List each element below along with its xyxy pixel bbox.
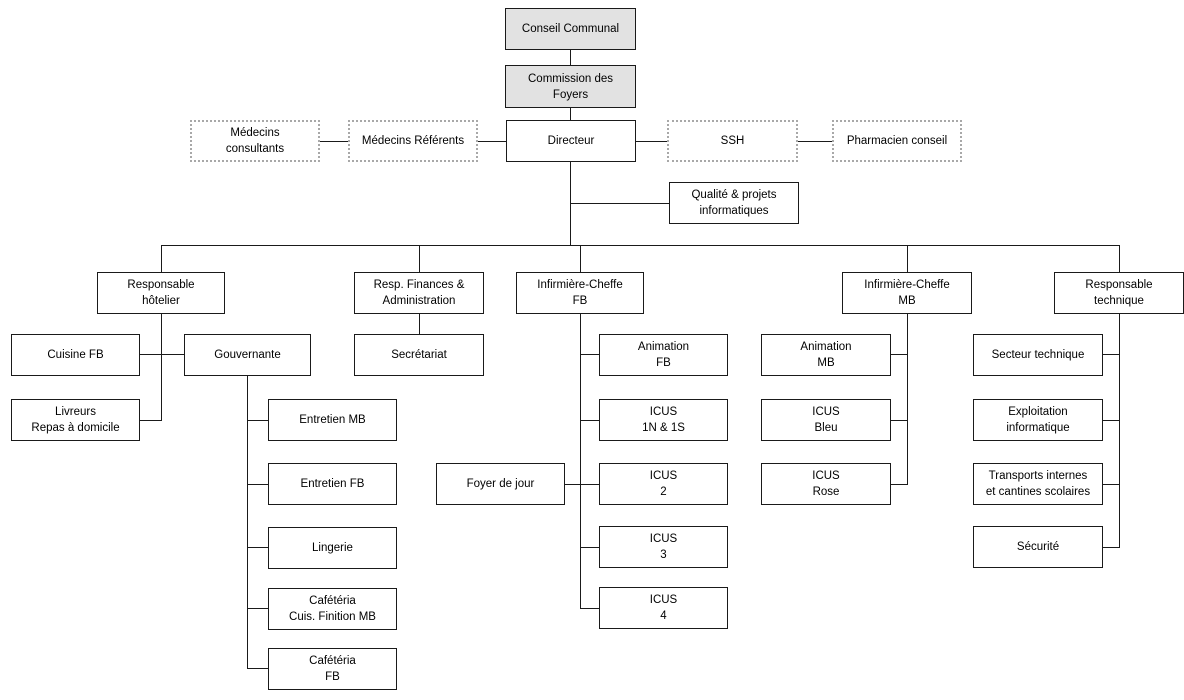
responsable-hotelier-box: Responsable hôtelier [97, 272, 225, 314]
connector [161, 245, 162, 272]
icus-4-box: ICUS 4 [599, 587, 728, 629]
connector [140, 354, 184, 355]
connector [580, 245, 581, 272]
qualite-box: Qualité & projets informatiques [669, 182, 799, 224]
gouvernante-box: Gouvernante [184, 334, 311, 376]
connector [161, 314, 162, 421]
cafeteria-mb-box: Cafétéria Cuis. Finition MB [268, 588, 397, 630]
connector [891, 420, 908, 421]
connector [247, 420, 268, 421]
icus-bleu-box: ICUS Bleu [761, 399, 891, 441]
connector [247, 376, 248, 669]
connector [798, 141, 832, 142]
connector [1103, 354, 1120, 355]
connector [580, 547, 599, 548]
icus-1n-1s-box: ICUS 1N & 1S [599, 399, 728, 441]
exploitation-informatique-box: Exploitation informatique [973, 399, 1103, 441]
secteur-technique-box: Secteur technique [973, 334, 1103, 376]
council-box: Conseil Communal [505, 8, 636, 50]
connector [140, 420, 162, 421]
connector [247, 547, 268, 548]
ssh-box: SSH [667, 120, 798, 162]
icus-2-box: ICUS 2 [599, 463, 728, 505]
connector [161, 245, 1119, 246]
animation-fb-box: Animation FB [599, 334, 728, 376]
connector [1103, 420, 1120, 421]
securite-box: Sécurité [973, 526, 1103, 568]
icus-3-box: ICUS 3 [599, 526, 728, 568]
connector [247, 668, 268, 669]
entretien-fb-box: Entretien FB [268, 463, 397, 505]
transports-box: Transports internes et cantines scolaire… [973, 463, 1103, 505]
director-box: Directeur [506, 120, 636, 162]
infirmiere-cheffe-mb-box: Infirmière-Cheffe MB [842, 272, 972, 314]
cuisine-fb-box: Cuisine FB [11, 334, 140, 376]
infirmiere-cheffe-fb-box: Infirmière-Cheffe FB [516, 272, 644, 314]
connector [565, 484, 599, 485]
icus-rose-box: ICUS Rose [761, 463, 891, 505]
connector [320, 141, 348, 142]
pharmacien-box: Pharmacien conseil [832, 120, 962, 162]
connector [247, 484, 268, 485]
animation-mb-box: Animation MB [761, 334, 891, 376]
connector [1103, 484, 1120, 485]
resp-finances-box: Resp. Finances & Administration [354, 272, 484, 314]
connector [478, 141, 506, 142]
foyer-de-jour-box: Foyer de jour [436, 463, 565, 505]
connector [891, 354, 908, 355]
responsable-technique-box: Responsable technique [1054, 272, 1184, 314]
connector [1119, 245, 1120, 272]
connector [570, 162, 571, 246]
connector [419, 245, 420, 272]
connector [636, 141, 667, 142]
connector [570, 50, 571, 65]
connector [570, 203, 669, 204]
medecins-consultants-box: Médecins consultants [190, 120, 320, 162]
connector [1119, 314, 1120, 548]
connector [247, 608, 268, 609]
lingerie-box: Lingerie [268, 527, 397, 569]
secretariat-box: Secrétariat [354, 334, 484, 376]
connector [907, 245, 908, 272]
livreurs-box: Livreurs Repas à domicile [11, 399, 140, 441]
connector [580, 420, 599, 421]
cafeteria-fb-box: Cafétéria FB [268, 648, 397, 690]
connector [1103, 547, 1120, 548]
connector [580, 354, 599, 355]
connector [580, 314, 581, 609]
connector [419, 314, 420, 334]
connector [891, 484, 908, 485]
entretien-mb-box: Entretien MB [268, 399, 397, 441]
medecins-referents-box: Médecins Référents [348, 120, 478, 162]
connector [570, 108, 571, 121]
commission-box: Commission des Foyers [505, 65, 636, 108]
connector [580, 608, 599, 609]
connector [907, 314, 908, 485]
